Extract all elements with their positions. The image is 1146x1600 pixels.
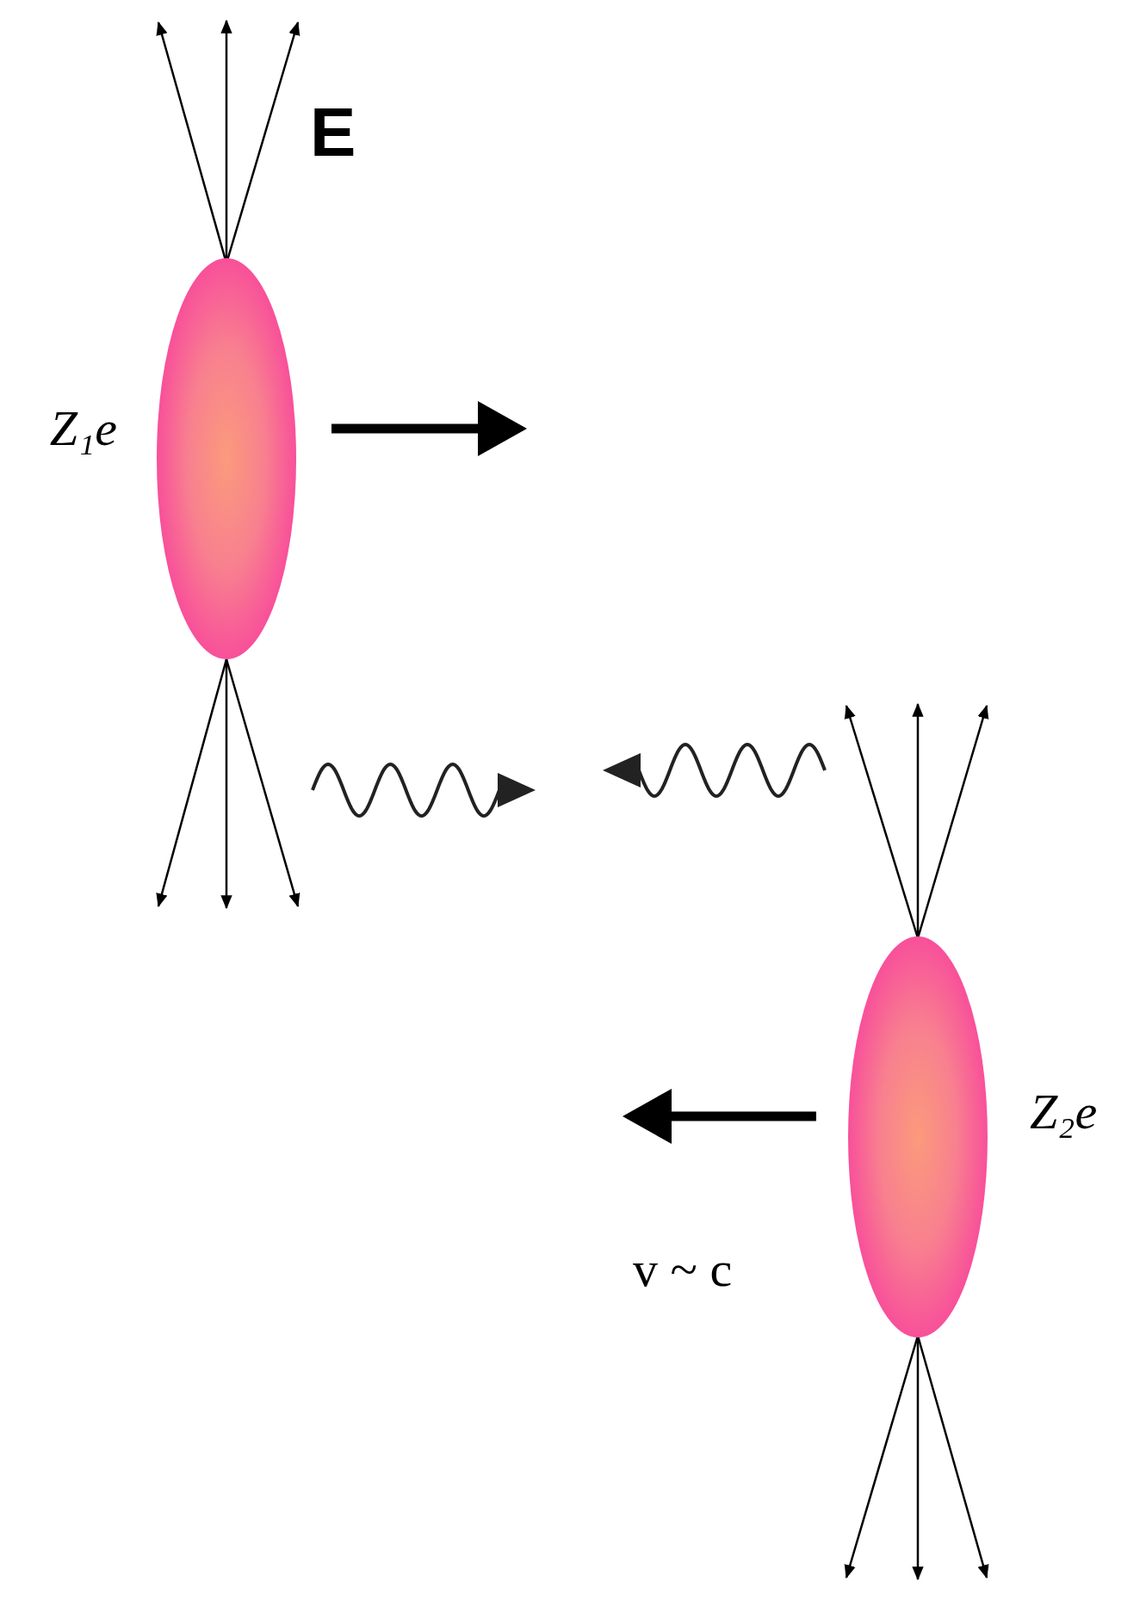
nucleus: Z₂e — [848, 936, 988, 1339]
charge-label: Z₁e — [49, 403, 118, 454]
nucleus-ellipse — [156, 258, 297, 660]
nucleus-shape — [156, 258, 297, 660]
photon-waves — [312, 744, 825, 817]
photon-wave — [312, 764, 500, 817]
velocity-arrow — [622, 1089, 817, 1145]
velocity-arrow — [331, 401, 527, 457]
photon-arrowhead — [497, 773, 536, 808]
nucleus-shape — [848, 936, 988, 1339]
charge-label: Z₂e — [1029, 1087, 1097, 1138]
field-lines — [158, 20, 987, 1580]
nucleus-ellipse — [848, 936, 988, 1339]
velocity-label: v ~ c — [632, 1245, 732, 1295]
nucleus: Z₁e — [156, 258, 297, 660]
field-label: E — [309, 98, 356, 168]
photon-wave — [638, 744, 825, 797]
photon-arrowhead — [602, 753, 641, 788]
